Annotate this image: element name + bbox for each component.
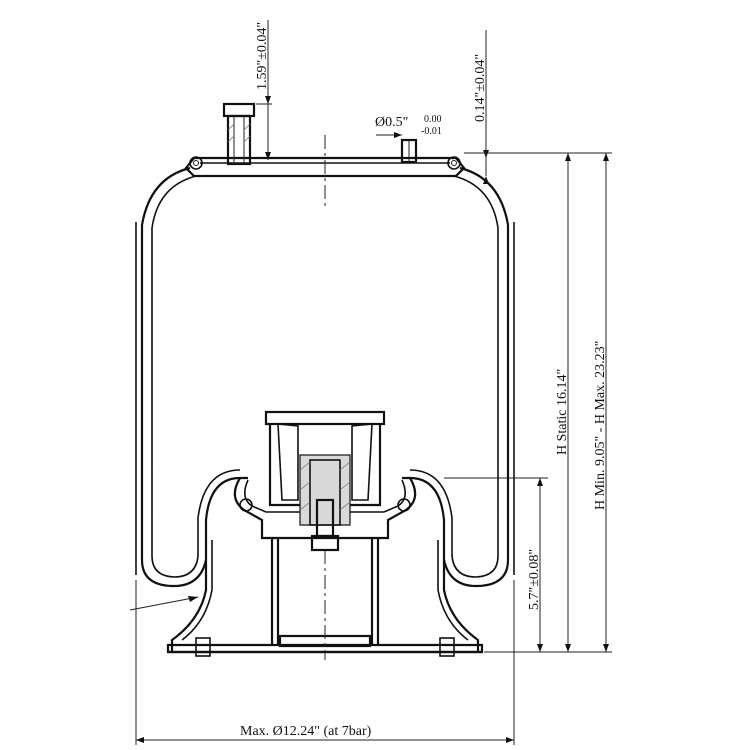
max-diameter-label: Max. Ø12.24" (at 7bar): [240, 724, 372, 739]
air-fitting-stud: [222, 102, 256, 166]
plate-thickness-label: 0.14"±0.04": [473, 54, 488, 122]
bellows-body: [135, 166, 515, 588]
dim-piston-height: 5.7"±0.08": [444, 477, 548, 653]
pin-tolerance-upper: 0.00: [424, 114, 442, 125]
dim-height-range: H Min. 9.05" - H Max. 23.23": [593, 153, 609, 652]
leader-arrow: [129, 596, 199, 611]
pin-diameter-label: Ø0.5": [375, 115, 408, 130]
height-range-label: H Min. 9.05" - H Max. 23.23": [593, 341, 608, 510]
piston: [170, 410, 480, 652]
pin-tolerance-lower: -0.01: [421, 126, 442, 137]
piston-height-label: 5.7"±0.08": [527, 549, 542, 610]
dim-plate-thickness: 0.14"±0.04": [473, 30, 489, 184]
top-pin: [400, 138, 418, 164]
dim-max-diameter: Max. Ø12.24" (at 7bar): [135, 580, 515, 745]
dim-stud-height: 1.59"±0.04": [255, 20, 272, 160]
stud-height-label: 1.59"±0.04": [255, 22, 270, 90]
dim-pin-diameter: Ø0.5" 0.00 -0.01: [375, 114, 442, 138]
static-height-label: H Static 16.14": [555, 369, 570, 455]
dim-static-height: H Static 16.14": [464, 152, 612, 653]
